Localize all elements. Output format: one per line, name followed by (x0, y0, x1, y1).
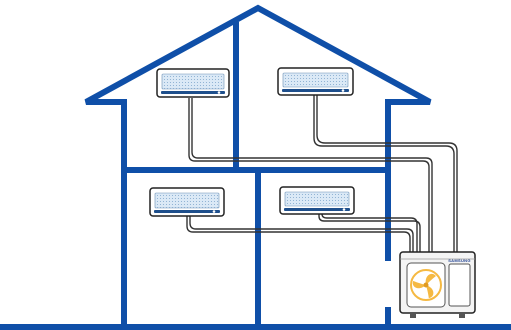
outdoor-unit: SAMSUNG (399, 251, 476, 318)
pipe-downstairs-left-inner (186, 216, 411, 252)
house-left-wall (84, 4, 432, 330)
pipe-upstairs-left-inner (191, 98, 433, 252)
pipe-upstairs-right-inner (313, 95, 455, 252)
outdoor-unit-brand-logo: SAMSUNG (448, 258, 471, 263)
fan-icon (410, 269, 442, 301)
refrigerant-pipes (186, 95, 458, 252)
house-outline (0, 4, 511, 330)
indoor-unit-upstairs-right (277, 67, 354, 96)
pipe-downstairs-right-outer (321, 213, 418, 252)
indoor-unit-downstairs-left (149, 187, 225, 217)
pipe-upstairs-right-outer (316, 95, 458, 252)
indoor-unit-downstairs-right (279, 186, 355, 215)
pipe-downstairs-right-inner (318, 213, 421, 252)
indoor-unit-upstairs-left (156, 68, 230, 98)
pipe-upstairs-left-outer (188, 98, 430, 252)
pipe-downstairs-left-outer (189, 216, 414, 252)
